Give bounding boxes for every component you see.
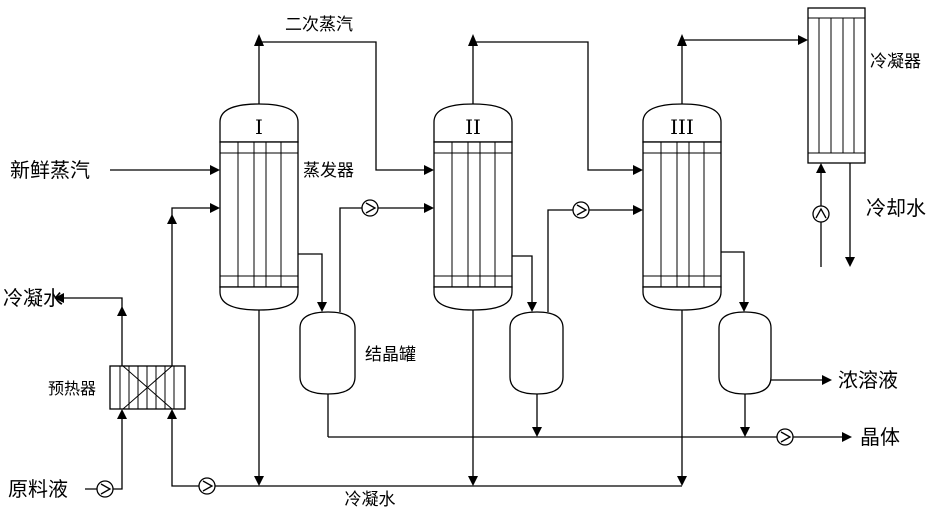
condenser bbox=[807, 7, 866, 164]
feed-label: 原料液 bbox=[8, 477, 68, 501]
evaporator-label: 蒸发器 bbox=[303, 161, 354, 181]
concentrate-label: 浓溶液 bbox=[838, 368, 898, 392]
crystallizer-2 bbox=[509, 311, 564, 395]
crystallizer-1 bbox=[299, 311, 356, 395]
preheater bbox=[109, 365, 186, 410]
pump-2 bbox=[572, 201, 590, 219]
fresh-steam-label: 新鲜蒸汽 bbox=[10, 158, 90, 182]
condensate-bottom-label: 冷凝水 bbox=[345, 490, 396, 510]
pump-feed bbox=[96, 480, 114, 498]
pump-crystal bbox=[776, 428, 794, 446]
piping bbox=[54, 34, 855, 490]
condensate-out-label: 冷凝水 bbox=[3, 286, 63, 310]
crystallizer-label: 结晶罐 bbox=[365, 345, 416, 365]
crystal-label: 晶体 bbox=[860, 425, 900, 449]
secondary-steam-label: 二次蒸汽 bbox=[285, 15, 353, 35]
condenser-label: 冷凝器 bbox=[870, 52, 921, 72]
pump-1 bbox=[361, 199, 379, 217]
crystallizer-3 bbox=[718, 311, 772, 395]
evaporator-3: III bbox=[642, 103, 722, 311]
effect-2-label: II bbox=[465, 115, 481, 139]
effect-3-label: III bbox=[670, 115, 694, 139]
pump-cooling bbox=[812, 205, 830, 223]
cooling-water-label: 冷却水 bbox=[866, 196, 926, 220]
pump-condensate bbox=[198, 477, 216, 495]
preheater-label: 预热器 bbox=[48, 379, 96, 398]
effect-1-label: I bbox=[255, 115, 263, 139]
evaporator-2: II bbox=[433, 103, 513, 311]
evaporator-1: I bbox=[219, 103, 299, 311]
